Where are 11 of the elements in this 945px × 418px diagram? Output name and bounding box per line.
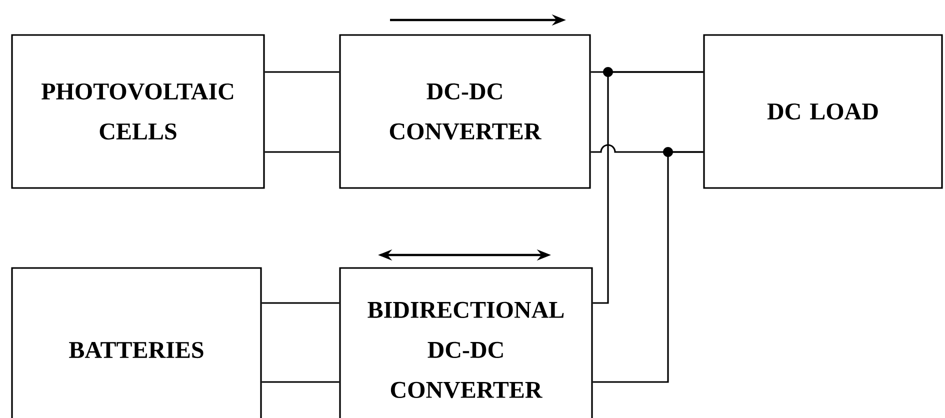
block-box: DC-DC CONVERTER — [339, 34, 591, 189]
wire — [262, 302, 340, 304]
wire — [262, 381, 340, 383]
block-box: DC LOAD — [703, 34, 943, 189]
wire — [592, 71, 704, 304]
wire — [264, 151, 340, 153]
wire — [264, 71, 340, 73]
wire — [592, 151, 704, 383]
block-box: BATTERIES — [11, 267, 262, 418]
block-box: PHOTOVOLTAIC CELLS — [11, 34, 265, 189]
block-box: BIDIRECTIONAL DC-DC CONVERTER — [339, 267, 593, 418]
